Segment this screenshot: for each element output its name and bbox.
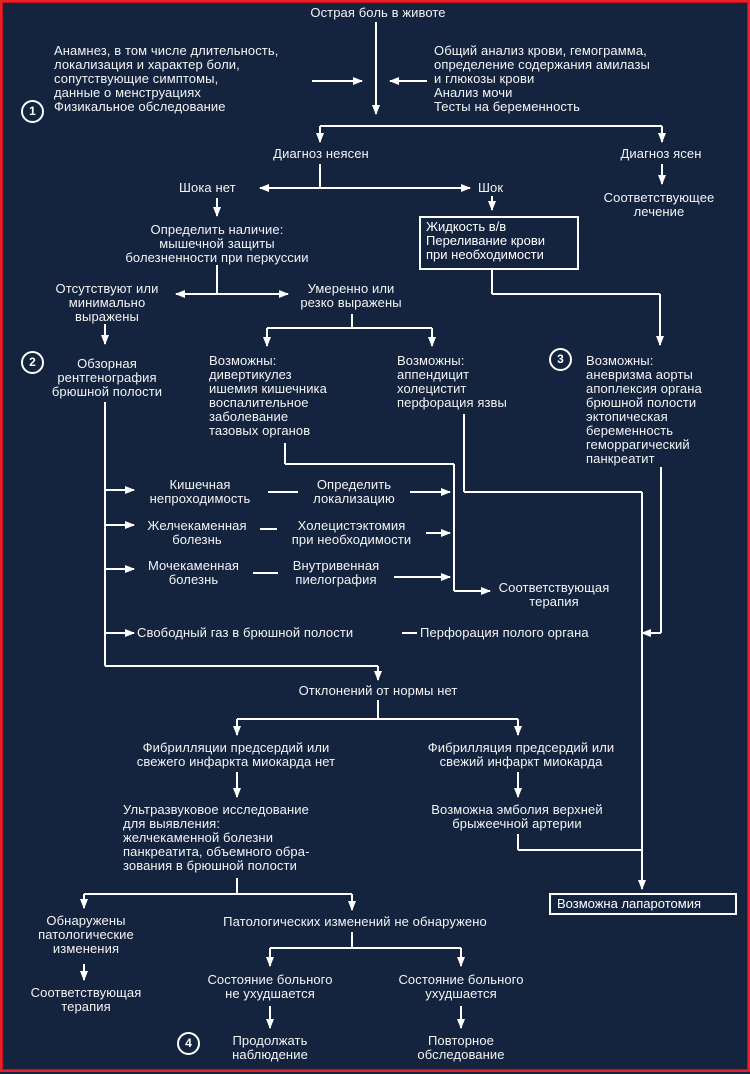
node-kidneystones: Мочекаменная болезнь	[147, 558, 240, 587]
node-localize: Определить локализацию	[313, 477, 395, 506]
node-possible-b: Возможны: аппендицит холецистит перфорац…	[397, 353, 507, 410]
node-absent: Отсутствуют или минимально выражены	[55, 281, 159, 324]
node-worse: Состояние больного ухудшается	[398, 972, 524, 1001]
node-not-found: Патологических изменений не обнаружено	[223, 914, 487, 929]
node-ultrasound: Ультразвуковое исследование для выявлени…	[123, 802, 310, 873]
node-gallstones: Желчекаменная болезнь	[147, 518, 247, 547]
node-pyelography: Внутривенная пиелография	[292, 558, 380, 587]
node-obstruction: Кишечная непроходимость	[149, 477, 251, 506]
node-found: Обнаружены патологические изменения	[38, 913, 134, 956]
node-therapy-mid: Соответствующая терапия	[498, 580, 610, 609]
node-moderate: Умеренно или резко выражены	[300, 281, 402, 310]
step-marker-1: 1	[21, 100, 44, 123]
node-labs: Общий анализ крови, гемограмма, определе…	[434, 43, 650, 114]
node-no-shock: Шока нет	[179, 180, 236, 195]
node-free-gas: Свободный газ в брюшной полости	[137, 625, 354, 640]
node-normal: Отклонений от нормы нет	[298, 683, 458, 698]
node-diag-clear: Диагноз ясен	[620, 146, 702, 161]
node-fluids-box: Жидкость в/в Переливание крови при необх…	[419, 216, 579, 270]
node-therapy-bottom: Соответствующая терапия	[30, 985, 142, 1014]
node-af: Фибрилляция предсердий или свежий инфарк…	[427, 740, 615, 769]
node-not-worse: Состояние больного не ухудшается	[207, 972, 333, 1001]
node-reexam: Повторное обследование	[417, 1033, 505, 1062]
node-continue: Продолжать наблюдение	[232, 1033, 308, 1062]
node-shock: Шок	[478, 180, 504, 195]
node-start: Острая боль в животе	[310, 5, 446, 20]
step-marker-2: 2	[21, 351, 44, 374]
node-treatment-clear: Соответствующее лечение	[603, 190, 715, 219]
node-perforation: Перфорация полого органа	[420, 625, 589, 640]
node-cholecystectomy: Холецистэктомия при необходимости	[291, 518, 412, 547]
node-determine: Определить наличие: мышечной защиты боле…	[125, 222, 309, 265]
node-diag-unclear: Диагноз неясен	[273, 146, 369, 161]
node-embolism: Возможна эмболия верхней брыжеечной арте…	[431, 802, 603, 831]
node-xray: Обзорная рентгенография брюшной полости	[51, 356, 163, 399]
node-possible-a: Возможны: дивертикулез ишемия кишечника …	[209, 353, 327, 438]
node-laparotomy-box: Возможна лапаротомия	[549, 893, 737, 915]
node-no-af: Фибрилляции предсердий или свежего инфар…	[136, 740, 336, 769]
step-marker-4: 4	[177, 1032, 200, 1055]
node-possible-c: Возможны: аневризма аорты апоплексия орг…	[586, 353, 702, 466]
node-anamnesis: Анамнез, в том числе длительность, локал…	[54, 43, 279, 114]
step-marker-3: 3	[549, 348, 572, 371]
